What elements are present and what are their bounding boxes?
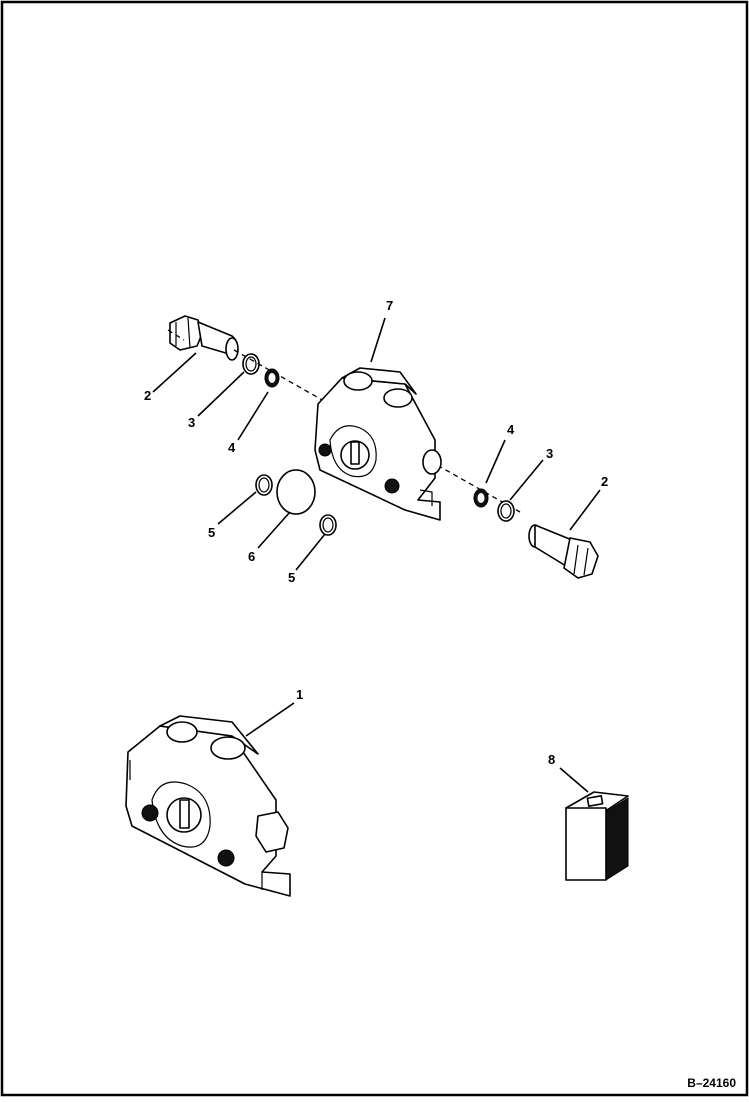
callout-4-left: 4 (228, 440, 236, 455)
callout-8: 8 (548, 752, 555, 767)
callout-1: 1 (296, 687, 303, 702)
washer-right-3 (497, 500, 515, 522)
valve-section-7 (314, 367, 442, 521)
callout-2-right: 2 (601, 474, 608, 489)
figure-id: B–24160 (687, 1076, 736, 1090)
valve-section-1 (125, 715, 291, 897)
leader-lines (152, 317, 601, 793)
callout-5-right: 5 (288, 570, 295, 585)
plug-right (528, 524, 599, 579)
callout-7: 7 (386, 298, 393, 313)
plug-left (169, 315, 239, 361)
callout-3-right: 3 (546, 446, 553, 461)
seal-left-4 (264, 368, 280, 388)
callout-3-left: 3 (188, 415, 195, 430)
callout-5-left: 5 (208, 525, 215, 540)
callout-4-right: 4 (507, 422, 515, 437)
callout-6: 6 (248, 549, 255, 564)
callout-labels: 2 3 4 7 4 3 2 5 6 5 1 8 (144, 298, 608, 767)
o-ring-6 (276, 469, 316, 515)
seal-kit-8 (565, 791, 629, 881)
callout-2-left: 2 (144, 388, 151, 403)
seal-right-4 (473, 488, 489, 508)
